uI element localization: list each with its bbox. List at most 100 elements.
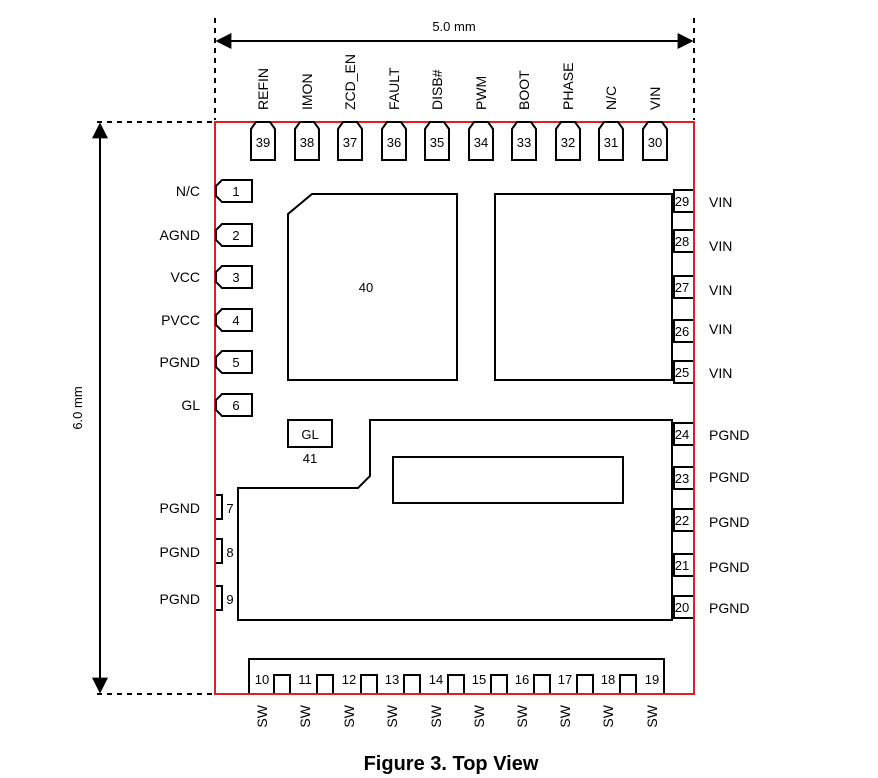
pin-7-pad bbox=[216, 494, 223, 520]
pad-40 bbox=[287, 193, 458, 381]
pin-21-label: PGND bbox=[709, 559, 749, 575]
pin-7-number: 7 bbox=[226, 501, 233, 516]
pin-14-label: SW bbox=[428, 704, 444, 727]
pin-1-number: 1 bbox=[232, 184, 239, 199]
pin-20: 20 PGND bbox=[673, 595, 749, 619]
pin-17-number: 17 bbox=[558, 672, 572, 687]
pin-13-label: SW bbox=[384, 704, 400, 727]
pin-22-label: PGND bbox=[709, 514, 749, 530]
pin-33-pad bbox=[511, 121, 537, 161]
pin-18-number: 18 bbox=[601, 672, 615, 687]
pin-34-pad bbox=[468, 121, 494, 161]
pin-26-pad bbox=[673, 319, 693, 343]
pin-35-number: 35 bbox=[430, 135, 444, 150]
pin-33-number: 33 bbox=[517, 135, 531, 150]
pin-6-label: GL bbox=[181, 397, 200, 413]
pin-11-gap bbox=[316, 674, 334, 693]
pin-25-pad bbox=[673, 360, 693, 384]
pin-34-number: 34 bbox=[474, 135, 488, 150]
pad-41-number: 41 bbox=[303, 451, 317, 466]
pin-1-pad bbox=[215, 179, 253, 203]
pin-10-number: 10 bbox=[255, 672, 269, 687]
pin-31-label: N/C bbox=[603, 86, 619, 110]
pin-27-number: 27 bbox=[675, 280, 689, 295]
pin-8-label: PGND bbox=[160, 544, 200, 560]
pin-29-pad bbox=[673, 189, 693, 213]
pin-19-number: 19 bbox=[645, 672, 659, 687]
pin-20-number: 20 bbox=[675, 600, 689, 615]
pin-35: 35 DISB# bbox=[424, 69, 450, 161]
pin-35-label: DISB# bbox=[429, 69, 445, 110]
pad-41 bbox=[287, 419, 333, 448]
pin-29-label: VIN bbox=[709, 194, 732, 210]
pin-8-pad bbox=[216, 538, 223, 564]
pin-15-number: 15 bbox=[472, 672, 486, 687]
pin-30-label: VIN bbox=[647, 87, 663, 110]
pin-13-number: 13 bbox=[385, 672, 399, 687]
pin-24: 24 PGND bbox=[673, 422, 749, 446]
pin-4-pad bbox=[215, 308, 253, 332]
pin-6-pad bbox=[215, 393, 253, 417]
width-dimension: 5.0 mm bbox=[214, 18, 695, 120]
figure-caption: Figure 3. Top View bbox=[364, 753, 539, 775]
pin-26-label: VIN bbox=[709, 321, 732, 337]
pin-7-label: PGND bbox=[160, 500, 200, 516]
pin-30: 30 VIN bbox=[642, 87, 668, 161]
pin-24-pad bbox=[673, 422, 693, 446]
pin-10-gap bbox=[273, 674, 291, 693]
bottom-pin-bar bbox=[248, 658, 665, 693]
pin-7: 7 PGND bbox=[160, 494, 234, 520]
pin-9-number: 9 bbox=[226, 592, 233, 607]
pin-16-label: SW bbox=[514, 704, 530, 727]
pin-24-label: PGND bbox=[709, 427, 749, 443]
pin-31-pad bbox=[598, 121, 624, 161]
pin-18-label: SW bbox=[600, 704, 616, 727]
pin-24-number: 24 bbox=[675, 427, 689, 442]
pin-25-number: 25 bbox=[675, 365, 689, 380]
pin-38-pad bbox=[294, 121, 320, 161]
pin-22-number: 22 bbox=[675, 513, 689, 528]
pin-31: 31 N/C bbox=[598, 86, 624, 161]
pin-5-pad bbox=[215, 350, 253, 374]
pin-28-pad bbox=[673, 229, 693, 253]
pin-31-number: 31 bbox=[604, 135, 618, 150]
pin-27-label: VIN bbox=[709, 282, 732, 298]
pin-30-number: 30 bbox=[648, 135, 662, 150]
pin-20-label: PGND bbox=[709, 600, 749, 616]
pin-27-pad bbox=[673, 275, 693, 299]
pin-11-number: 11 bbox=[298, 672, 312, 687]
pin-5-number: 5 bbox=[232, 355, 239, 370]
pin-16-gap bbox=[533, 674, 551, 693]
pin-6: 6 GL bbox=[181, 393, 253, 417]
pin-35-pad bbox=[424, 121, 450, 161]
pin-29-number: 29 bbox=[675, 194, 689, 209]
pin-14-number: 14 bbox=[429, 672, 443, 687]
pin-3-number: 3 bbox=[232, 270, 239, 285]
pin-6-number: 6 bbox=[232, 398, 239, 413]
pin-22: 22 PGND bbox=[673, 508, 749, 532]
pin-32-number: 32 bbox=[561, 135, 575, 150]
pin-11-label: SW bbox=[297, 704, 313, 727]
pin-17-label: SW bbox=[557, 704, 573, 727]
pin-15-label: SW bbox=[471, 704, 487, 727]
